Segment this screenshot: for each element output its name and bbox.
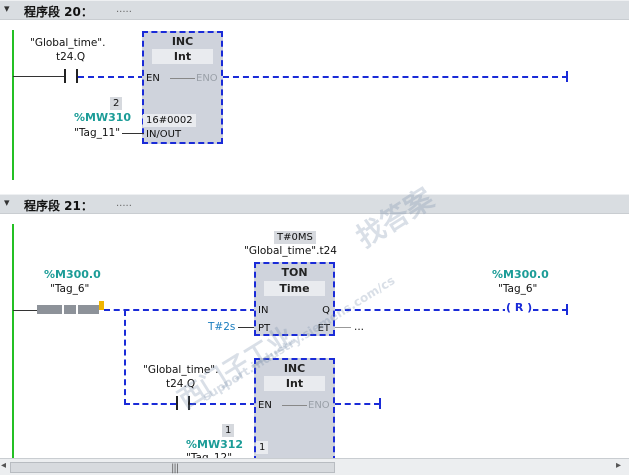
n21-mw-value: 1 — [222, 424, 235, 437]
n21-rung-end — [566, 304, 568, 315]
network-21-title: 程序段 21： — [24, 199, 93, 213]
watermark-find: 找答案 — [350, 181, 440, 255]
power-rail-21 — [12, 224, 14, 458]
power-rail-20 — [12, 30, 14, 180]
ton-box[interactable]: TON Time IN Q PT ET — [254, 262, 335, 336]
n20-no-contact[interactable] — [64, 69, 78, 83]
en-pin: EN — [146, 73, 160, 84]
n21-branch-vertical — [124, 310, 126, 405]
grip-icon: ||| — [171, 463, 179, 474]
n21-no-contact[interactable] — [176, 396, 190, 410]
en-pin: EN — [258, 400, 272, 411]
coil-tag[interactable]: "Tag_6" — [498, 283, 538, 295]
n20-address[interactable]: %MW310 — [74, 111, 132, 124]
network-20-title: 程序段 20： — [24, 5, 93, 19]
collapse-chevron-icon[interactable]: ▾ — [4, 2, 10, 15]
n21-in-tag[interactable]: "Tag_6" — [50, 283, 90, 295]
inc-name: INC — [171, 35, 194, 48]
n21-inc-end — [379, 398, 381, 409]
n21-wire-en — [190, 403, 256, 405]
et-wire — [335, 327, 351, 328]
n20-contact-tag2: t24.Q — [56, 51, 86, 63]
n20-wire-rail — [13, 76, 65, 77]
n21-in-addr[interactable]: %M300.0 — [44, 268, 101, 281]
ton-q-pin: Q — [322, 305, 330, 316]
n21-branch-wire — [124, 403, 176, 405]
eno-pin: ENO — [196, 73, 218, 84]
ton-type[interactable]: Time — [264, 281, 325, 296]
n20-contact-tag: "Global_time". — [30, 37, 106, 49]
n21-hex-value: 1 — [256, 441, 269, 454]
n20-tag[interactable]: "Tag_11" — [74, 127, 121, 139]
ton-name: TON — [281, 266, 308, 279]
network-21-header[interactable]: ▾ 程序段 21： ..... — [0, 194, 629, 214]
scroll-right-icon[interactable]: ▸ — [616, 460, 622, 471]
n21-contact-left[interactable] — [37, 305, 62, 314]
eno-pin: ENO — [308, 400, 330, 411]
n21-selection-marker — [99, 301, 104, 310]
ton-in-pin: IN — [258, 305, 269, 316]
horizontal-scrollbar[interactable]: ◂ ||| ▸ — [0, 458, 629, 475]
collapse-chevron-icon[interactable]: ▾ — [4, 196, 10, 209]
n21-contact-tag2: t24.Q — [166, 378, 196, 390]
inc-name: INC — [283, 362, 306, 375]
n21-contact-right[interactable] — [78, 305, 99, 314]
en-eno-link — [282, 405, 307, 406]
reset-coil[interactable]: ( R ) — [505, 301, 534, 314]
ton-pt-value[interactable]: T#2s — [208, 321, 236, 333]
n20-wire-en — [78, 76, 144, 78]
n21-contact-mid[interactable] — [64, 305, 76, 314]
ton-pt-pin: PT — [258, 323, 271, 334]
n21-wire-in — [104, 309, 256, 311]
scroll-left-icon[interactable]: ◂ — [1, 460, 7, 471]
n21-wire-rail — [13, 310, 38, 311]
n20-wire-eno — [223, 76, 568, 78]
inout-pin: IN/OUT — [146, 129, 182, 140]
n20-inc-box[interactable]: INC Int EN ENO IN/OUT — [142, 31, 223, 144]
n20-inout-wire — [122, 133, 144, 134]
n21-contact-tag: "Global_time". — [143, 364, 219, 376]
network-20-comment[interactable]: ..... — [116, 4, 132, 15]
scrollbar-thumb[interactable]: ||| — [10, 462, 335, 474]
network-21-comment[interactable]: ..... — [116, 198, 132, 209]
ton-et-pin: ET — [317, 323, 330, 334]
inc-type[interactable]: Int — [264, 376, 325, 391]
n21-wire-eno — [335, 403, 380, 405]
ton-et-value[interactable]: ... — [354, 321, 365, 333]
n20-rung-end — [566, 71, 568, 82]
network-20-header[interactable]: ▾ 程序段 20： ..... — [0, 0, 629, 20]
ton-preset-time: T#0MS — [274, 231, 316, 244]
en-eno-link — [170, 78, 195, 79]
inc-type[interactable]: Int — [152, 49, 213, 64]
n20-hex-value: 16#0002 — [143, 114, 196, 127]
n21-wire-q — [335, 309, 568, 311]
pt-wire — [238, 327, 254, 328]
coil-addr[interactable]: %M300.0 — [492, 268, 549, 281]
n21-address[interactable]: %MW312 — [186, 438, 244, 451]
ton-instance-db[interactable]: "Global_time".t24 — [244, 245, 337, 257]
n20-mw-value: 2 — [110, 97, 123, 110]
